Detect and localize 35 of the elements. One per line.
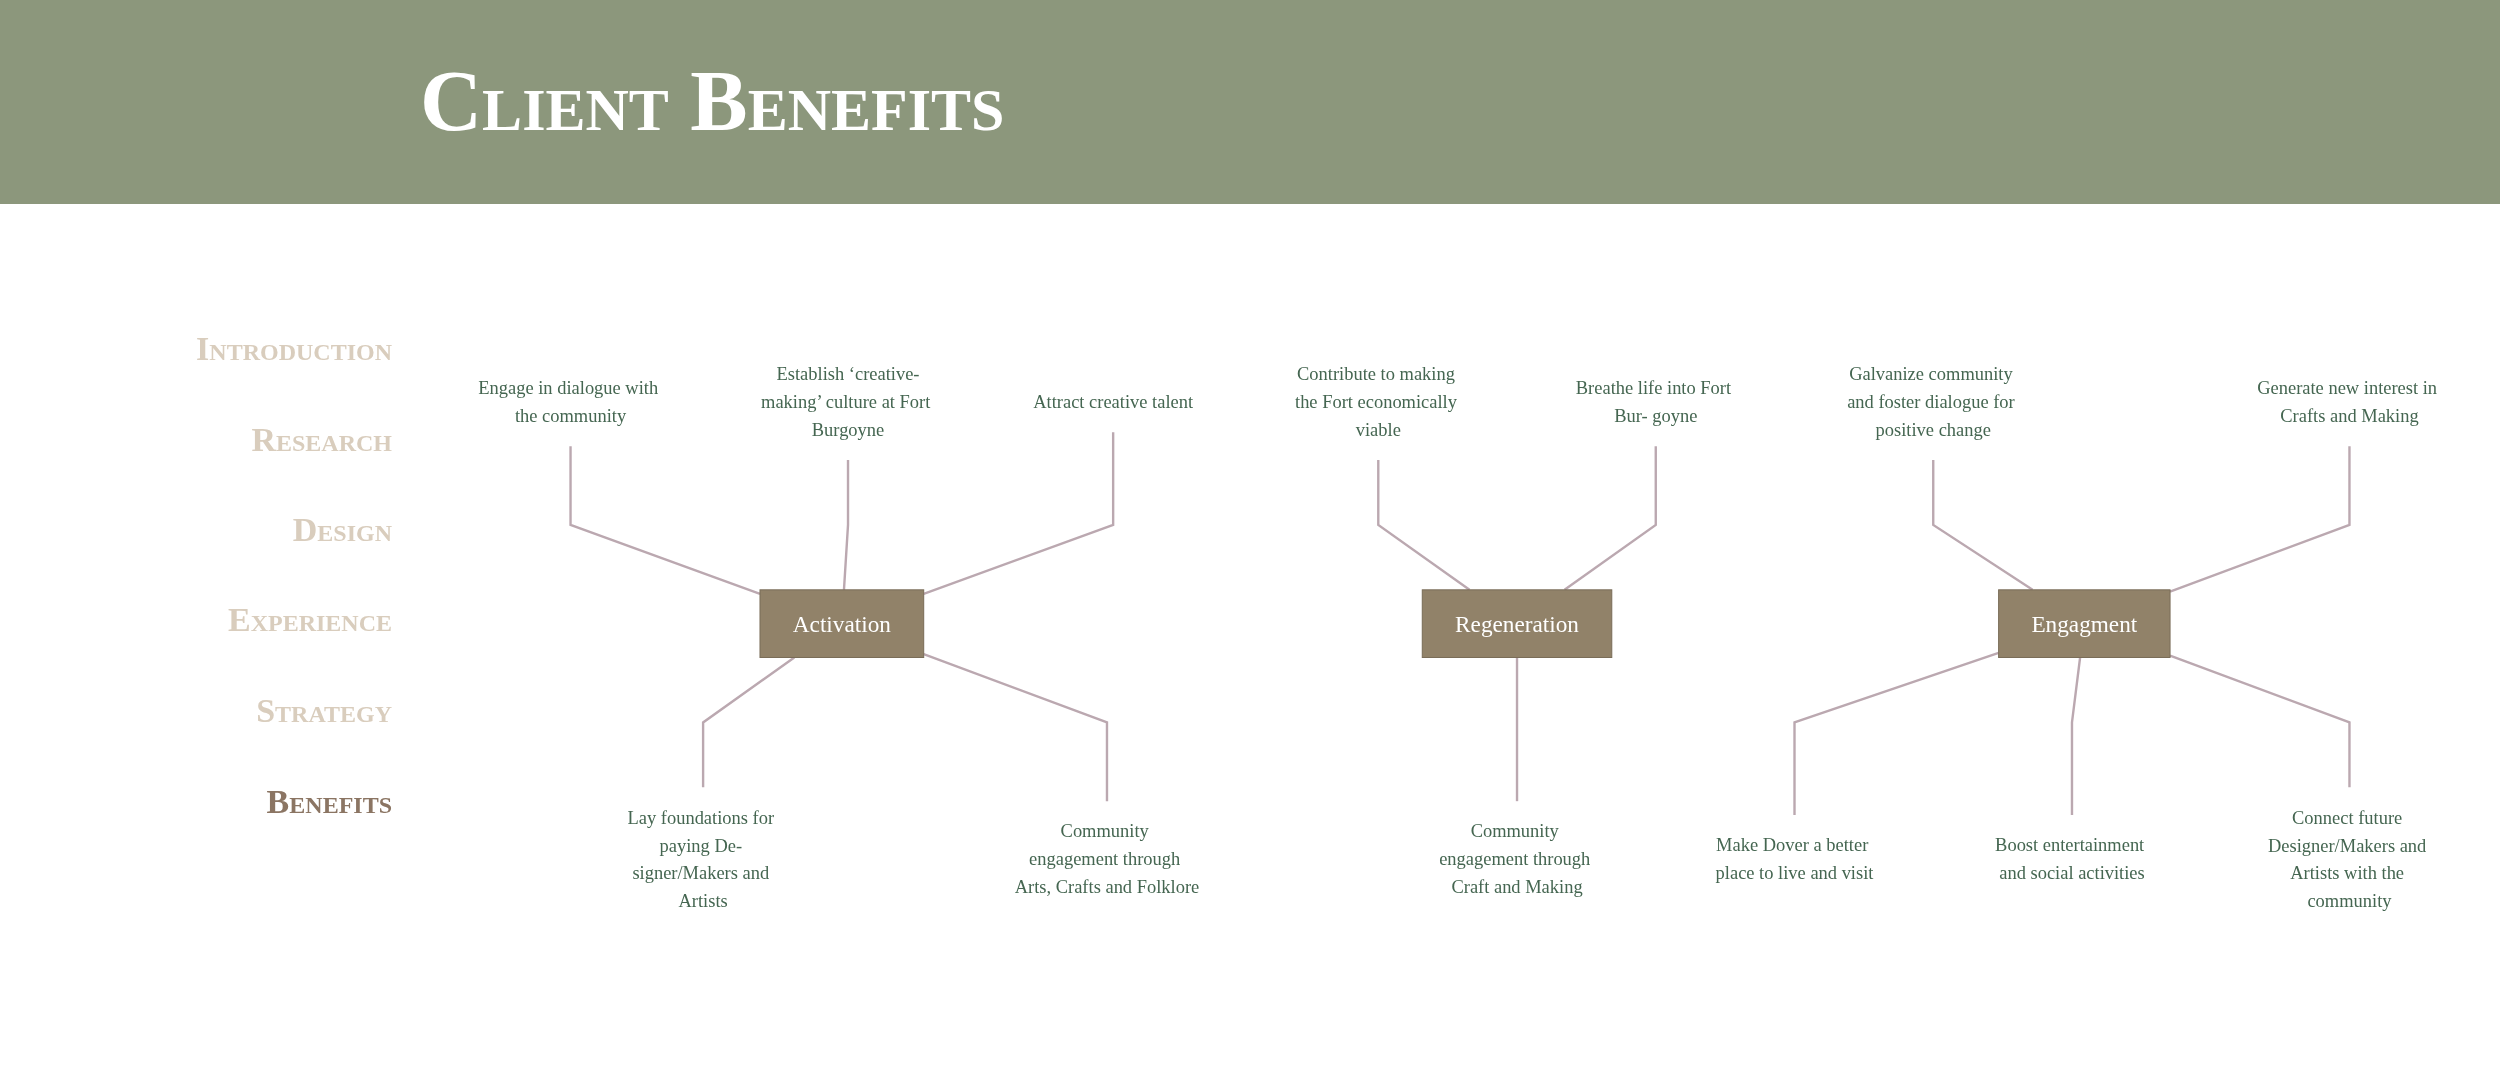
node-text: Make Dover a better place to live and visit — [1715, 834, 1874, 884]
connector — [923, 432, 1115, 595]
connector — [2070, 657, 2082, 816]
nav-item: Strategy — [256, 692, 392, 730]
node-text: Attract creative talent — [1033, 391, 1194, 413]
connector — [1932, 459, 2034, 591]
page-title: Client Benefits — [420, 58, 1005, 144]
nav-item: Experience — [227, 601, 392, 639]
connector — [842, 459, 850, 590]
node-text: Connect future Designer/Makers and Artists with the community — [2267, 807, 2427, 911]
node-text: Lay foundations for paying De- signer/Makers and Artists — [627, 807, 775, 911]
connector — [2169, 446, 2351, 593]
nav-item: Introduction — [196, 330, 392, 368]
connector — [1515, 657, 1519, 802]
nav-item: Benefits — [266, 783, 392, 821]
connector — [923, 653, 1109, 802]
connector — [1793, 651, 1999, 816]
node-box: Activation — [759, 589, 925, 658]
connector — [1563, 446, 1657, 591]
node-box: Engagment — [1998, 589, 2171, 658]
node-box: Regeneration — [1421, 589, 1613, 658]
nav-item: Design — [292, 511, 392, 549]
node-text: Community engagement through Arts, Crafts and Folklore — [1014, 821, 1200, 897]
node-text: Generate new interest in Crafts and Making — [2257, 377, 2438, 426]
connector — [1377, 459, 1471, 591]
node-text: Boost entertainment and social activities — [1995, 834, 2145, 884]
node-text: Engage in dialogue with the community — [478, 377, 659, 426]
node-text: Breathe life into Fort Bur- goyne — [1575, 377, 1732, 426]
node-text: Establish ‘creative-making’ culture at Fort Burgoyne — [761, 363, 931, 440]
nav-item: Research — [251, 421, 392, 459]
connector — [701, 656, 795, 788]
node-text: Community engagement through Craft and Making — [1439, 821, 1591, 897]
node-text: Galvanize community and foster dialogue for positive change — [1847, 363, 2015, 440]
node-text: Contribute to making the Fort economically viable — [1295, 363, 1457, 440]
connector — [2169, 654, 2351, 788]
